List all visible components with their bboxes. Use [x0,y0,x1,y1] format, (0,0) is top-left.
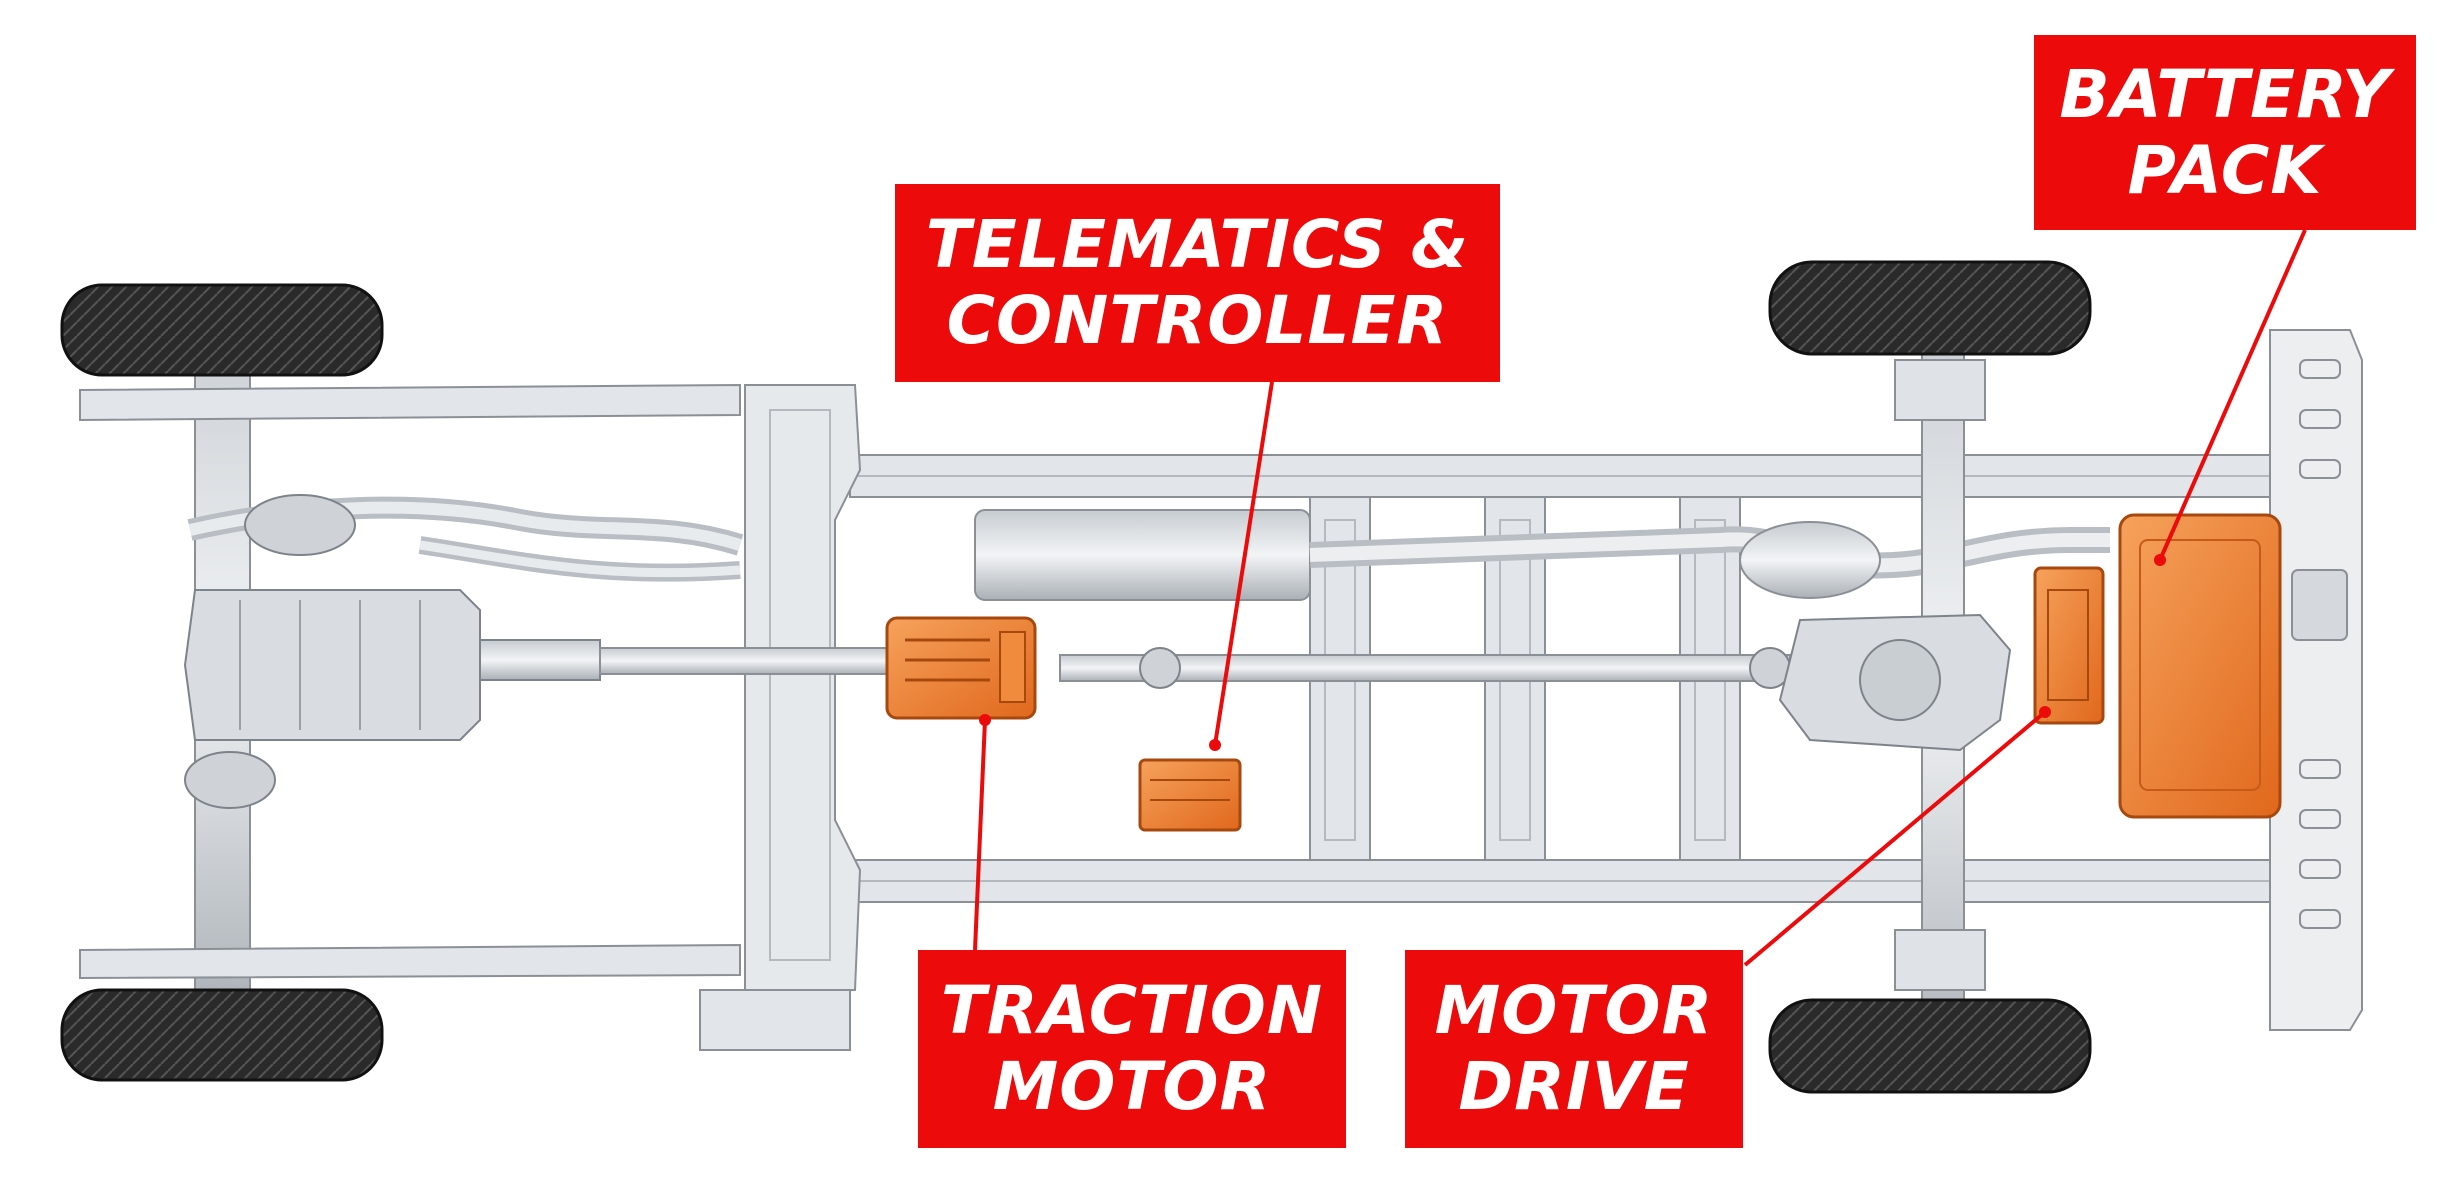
battery-pack-component [2118,513,2282,819]
rear-axle [1778,289,2012,1081]
motor-drive-component [2033,566,2105,725]
leader-lines [973,229,2307,967]
traction-motor-component [885,616,1037,720]
telematics-controller-component [1138,758,1242,832]
front-left-tire [60,283,384,377]
battery-label-line2: PACK [2127,131,2323,209]
telematics-label-line2: CONTROLLER [946,282,1449,359]
front-right-tire [60,988,384,1082]
telematics-controller-callout: TELEMATICS & CONTROLLER [895,184,1500,382]
battery-label-line1: BATTERY [2059,55,2391,133]
telematics-label-line1: TELEMATICS & [925,206,1470,283]
battery-leader-line [2158,229,2307,561]
motor-drive-label-line1: MOTOR [1434,972,1714,1049]
traction-label-line1: TRACTION [940,972,1324,1049]
battery-pack-callout: BATTERY PACK [2034,35,2416,230]
traction-leader-line [973,719,987,951]
rear-left-tire [1768,260,2092,356]
motor-drive-leader-line [1743,710,2047,967]
traction-label-line2: MOTOR [992,1048,1272,1125]
telematics-leader-line [1213,381,1274,746]
motor-drive-label-line2: DRIVE [1458,1048,1690,1125]
rear-right-tire [1768,998,2092,1094]
motor-drive-callout: MOTOR DRIVE [1405,950,1743,1148]
traction-motor-callout: TRACTION MOTOR [918,950,1346,1148]
transmission [183,589,601,741]
exhaust-pipes [184,494,2110,809]
